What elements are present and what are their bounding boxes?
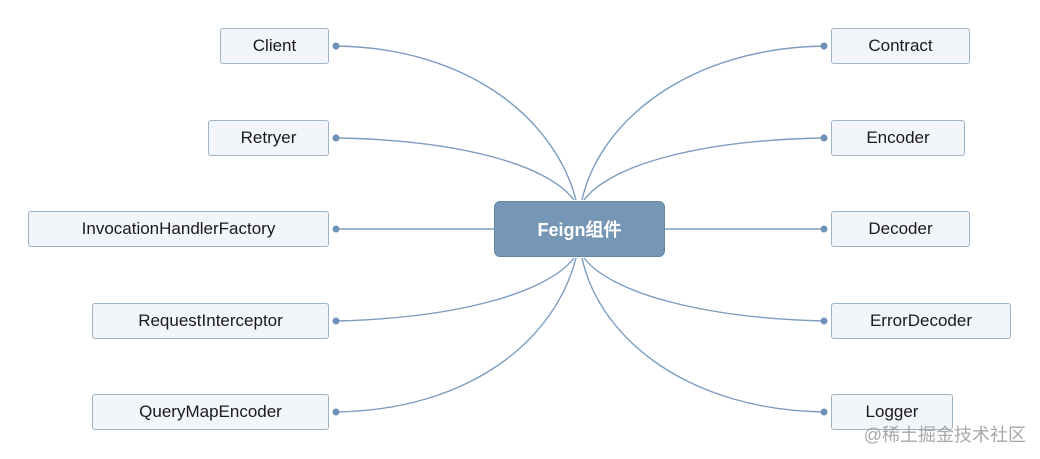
edge-dot (332, 42, 340, 50)
edge-client (335, 45, 577, 201)
edge-dot (332, 408, 340, 416)
edge-logger (581, 257, 825, 413)
center-node: Feign组件 (494, 201, 665, 257)
node-contract: Contract (831, 28, 970, 64)
node-logger: Logger (831, 394, 953, 430)
edge-dot (332, 134, 340, 142)
node-querymapencoder: QueryMapEncoder (92, 394, 329, 430)
edge-errordecoder (583, 257, 825, 322)
edge-dot (820, 225, 828, 233)
node-errordecoder: ErrorDecoder (831, 303, 1011, 339)
edge-dot (820, 408, 828, 416)
edge-dot (332, 225, 340, 233)
edge-encoder (583, 137, 825, 201)
node-decoder: Decoder (831, 211, 970, 247)
node-invocationhandlerfactory: InvocationHandlerFactory (28, 211, 329, 247)
edge-contract (581, 45, 825, 201)
edge-requestinterceptor (335, 257, 575, 322)
edge-dot (820, 134, 828, 142)
edge-dot (820, 42, 828, 50)
node-encoder: Encoder (831, 120, 965, 156)
edge-dot (332, 317, 340, 325)
node-client: Client (220, 28, 329, 64)
node-requestinterceptor: RequestInterceptor (92, 303, 329, 339)
edge-querymapencoder (335, 257, 577, 413)
node-retryer: Retryer (208, 120, 329, 156)
watermark: @稀土掘金技术社区 (863, 425, 1026, 445)
edge-retryer (335, 137, 575, 201)
edge-dot (820, 317, 828, 325)
